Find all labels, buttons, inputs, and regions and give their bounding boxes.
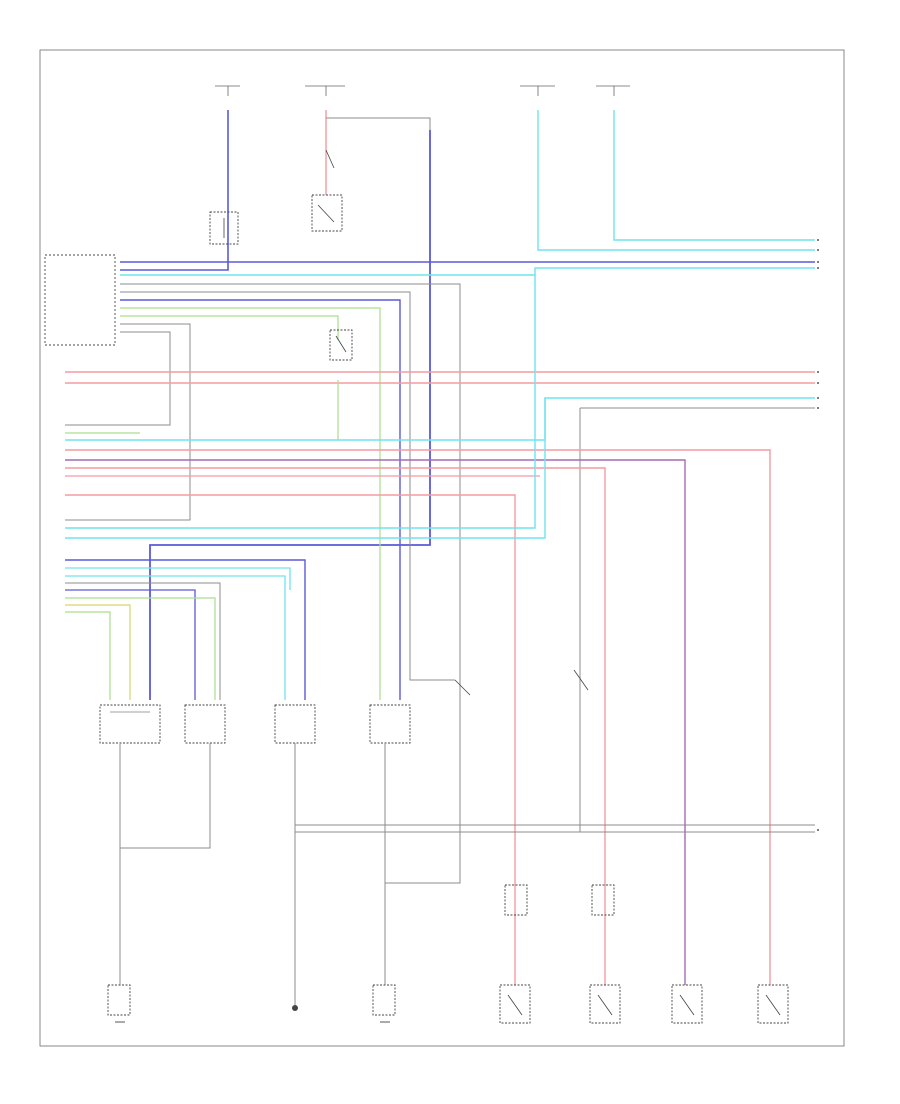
relay-pair-1 <box>504 884 528 916</box>
fuse-feed-4 <box>596 85 630 96</box>
feeder-wire-blue-1 <box>120 110 229 271</box>
diagram-frame <box>39 49 845 1047</box>
left-connector <box>44 254 116 346</box>
bottom-relay-2 <box>372 984 396 1023</box>
relay-pair-2 <box>591 884 615 916</box>
bus-wire-cyan-main <box>120 267 815 276</box>
bus-wire-gray-2 <box>120 291 455 681</box>
feeder-wire-cyan-1 <box>537 110 815 251</box>
bus-wire-cyan-right <box>65 397 815 441</box>
feeder-wire-gray-1 <box>326 117 431 130</box>
pink-branches <box>65 449 771 985</box>
feeder-wires <box>120 110 815 700</box>
motor-1 <box>499 984 531 1024</box>
bus-wire-cyan-low-3 <box>65 275 536 529</box>
feeder-wire-blue-2 <box>149 130 431 700</box>
lower-wires <box>119 720 815 1005</box>
bus-wire-gray-4 <box>65 331 171 426</box>
switch-1 <box>99 704 161 744</box>
switch-3 <box>274 704 316 744</box>
bus-wires <box>65 261 815 830</box>
power-bus-pink <box>65 371 815 384</box>
fuse-feed-1 <box>215 85 240 96</box>
bottom-relay-1 <box>107 984 131 1023</box>
ground-point <box>292 1005 298 1011</box>
switch-wires <box>65 559 306 700</box>
switch-2 <box>184 704 226 744</box>
bus-wire-cyan-low-1 <box>65 398 520 528</box>
relay-upper-left <box>209 211 239 245</box>
relay-upper-center <box>311 149 343 232</box>
relay-middle <box>329 329 353 361</box>
fuse-feeds <box>215 85 630 96</box>
bus-wire-green-2 <box>120 315 339 340</box>
bus-wire-gray-1 <box>120 283 461 830</box>
motor-3 <box>671 984 703 1024</box>
sensor-switch <box>454 600 589 720</box>
bus-wire-cyan-low-2 <box>65 398 546 539</box>
switch-4 <box>369 704 411 744</box>
bus-wire-blue-3 <box>120 299 401 700</box>
bus-wire-gray-3 <box>65 323 191 521</box>
feeder-wire-cyan-2 <box>613 110 815 241</box>
motor-2 <box>589 984 621 1024</box>
fuse-feed-2 <box>305 85 345 96</box>
motor-4 <box>757 984 789 1024</box>
fuse-feed-3 <box>520 85 555 96</box>
bus-wire-green-1 <box>120 307 381 700</box>
right-connector <box>817 239 819 831</box>
